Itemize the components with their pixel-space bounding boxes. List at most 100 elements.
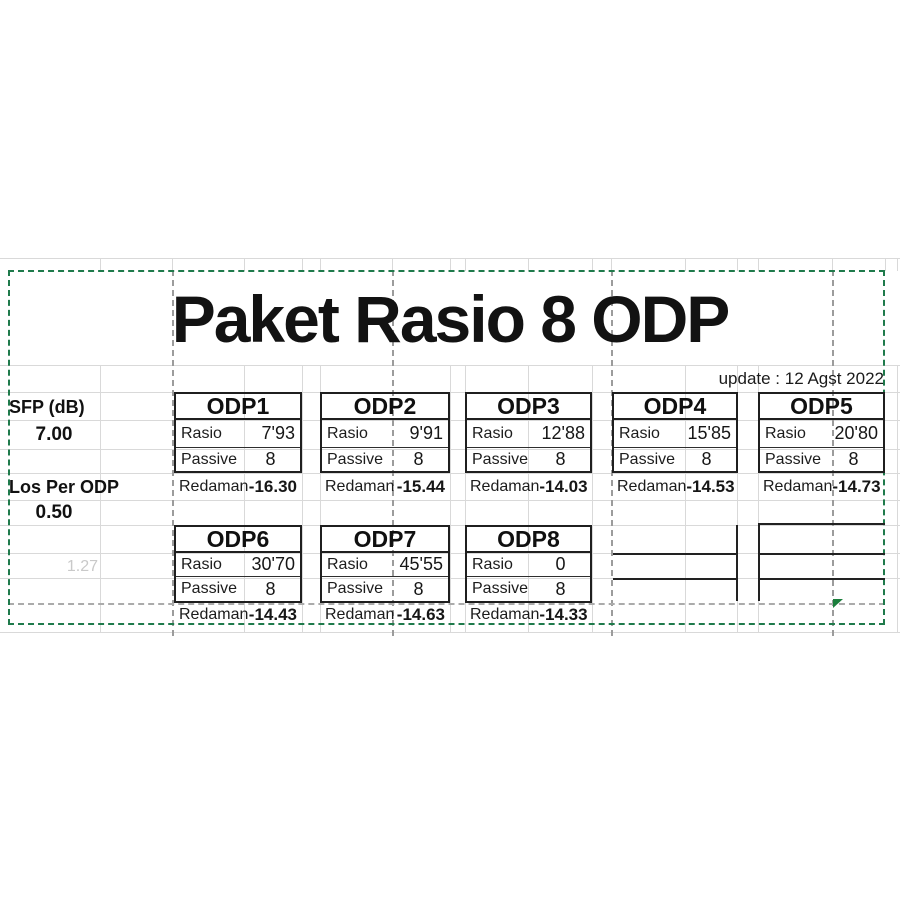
empty-table-line [758,523,885,525]
passive-value: 8 [848,449,859,469]
redaman-value: -14.53 [686,476,735,496]
gridline [320,365,321,632]
odp3-header: ODP3 [465,392,592,420]
passive-row: Passive 8 [176,577,300,601]
page-break-line [392,270,394,636]
gridline [100,258,101,271]
passive-value: 8 [413,578,424,599]
gridline [528,258,529,271]
odp4-table: ODP4 Rasio 15'85 Passive 8 Redaman -14.5… [612,392,738,500]
rasio-value: 30'70 [251,554,295,574]
passive-label: Passive [765,450,822,468]
redaman-label: Redaman [763,477,833,495]
empty-table-line [613,578,738,580]
odp8-body: Rasio 0 Passive 8 [465,553,592,603]
gridline [172,258,173,271]
odp3-body: Rasio 12'88 Passive 8 [465,420,592,473]
redaman-row: Redaman -14.03 [465,473,592,500]
passive-label: Passive [472,580,529,597]
gridline [450,365,451,632]
passive-row: Passive 8 [176,448,300,471]
gridline [450,258,451,271]
rasio-row: Rasio 7'93 [176,420,300,448]
gridline [737,365,738,632]
passive-label: Passive [327,580,384,597]
odp4-body: Rasio 15'85 Passive 8 [612,420,738,473]
passive-row: Passive 8 [467,577,590,601]
redaman-label: Redaman [617,477,687,495]
gridline [832,258,833,271]
redaman-row: Redaman -14.53 [612,473,738,500]
redaman-label: Redaman [470,605,540,623]
odp2-table: ODP2 Rasio 9'91 Passive 8 Redaman -15.44 [320,392,450,500]
redaman-row: Redaman -14.33 [465,603,592,626]
passive-value: 8 [413,449,424,469]
sfp-label: SFP (dB) [9,397,85,417]
passive-label: Passive [181,580,238,597]
odp7-body: Rasio 45'55 Passive 8 [320,553,450,603]
rasio-row: Rasio 12'88 [467,420,590,448]
rasio-label: Rasio [327,555,368,573]
redaman-row: Redaman -16.30 [174,473,302,500]
redaman-value: -14.33 [539,604,588,624]
redaman-value: -14.03 [539,476,588,496]
redaman-label: Redaman [325,477,395,495]
empty-table-line [758,553,885,555]
odp6-table: ODP6 Rasio 30'70 Passive 8 Redaman -14.4… [174,525,302,626]
passive-label: Passive [327,450,384,468]
rasio-label: Rasio [181,555,222,573]
empty-table-line [613,553,738,555]
gridline [465,258,466,271]
odp7-header: ODP7 [320,525,450,553]
gridline [885,258,886,271]
gridline [244,258,245,271]
update-note: update : 12 Agst 2022 [718,369,884,388]
empty-table-line [758,578,885,580]
rasio-row: Rasio 20'80 [760,420,883,448]
odp5-body: Rasio 20'80 Passive 8 [758,420,885,473]
gridline [737,258,738,271]
rasio-value: 9'91 [409,423,443,443]
redaman-value: -16.30 [248,476,297,496]
rasio-value: 20'80 [834,423,878,443]
gridline [244,365,245,632]
passive-label: Passive [472,450,529,468]
redaman-label: Redaman [325,605,395,623]
los-per-odp-value: 0.50 [35,502,73,523]
rasio-label: Rasio [472,424,513,442]
gridline [465,365,466,632]
odp5-table: ODP5 Rasio 20'80 Passive 8 Redaman -14.7… [758,392,885,500]
gridline [392,258,393,271]
passive-label: Passive [181,450,238,468]
rasio-row: Rasio 15'85 [614,420,736,448]
sheet-title: Paket Rasio 8 ODP [171,282,731,356]
gridline [100,365,101,632]
passive-row: Passive 8 [760,448,883,471]
empty-table-line [736,525,738,601]
rasio-label: Rasio [619,424,660,442]
passive-value: 8 [265,578,276,599]
sfp-value: 7.00 [35,424,73,445]
passive-row: Passive 8 [322,577,448,601]
los-per-odp-label: Los Per ODP [9,477,120,497]
gridline [302,365,303,632]
rasio-label: Rasio [472,555,513,573]
odp1-table: ODP1 Rasio 7'93 Passive 8 Redaman -16.30 [174,392,302,500]
rasio-value: 0 [555,554,566,574]
odp8-table: ODP8 Rasio 0 Passive 8 Redaman -14.33 [465,525,592,626]
gridline [302,258,303,271]
redaman-row: Redaman -14.73 [758,473,885,500]
ghost-value: 1.27 [66,558,98,575]
odp8-header: ODP8 [465,525,592,553]
odp1-body: Rasio 7'93 Passive 8 [174,420,302,473]
odp2-header: ODP2 [320,392,450,420]
gridline [758,258,759,271]
gridline [592,258,593,271]
gridline [320,258,321,271]
rasio-row: Rasio 9'91 [322,420,448,448]
redaman-row: Redaman -15.44 [320,473,450,500]
page-break-line [8,603,885,605]
redaman-value: -14.73 [832,476,881,496]
cell-flag-icon [833,599,843,608]
